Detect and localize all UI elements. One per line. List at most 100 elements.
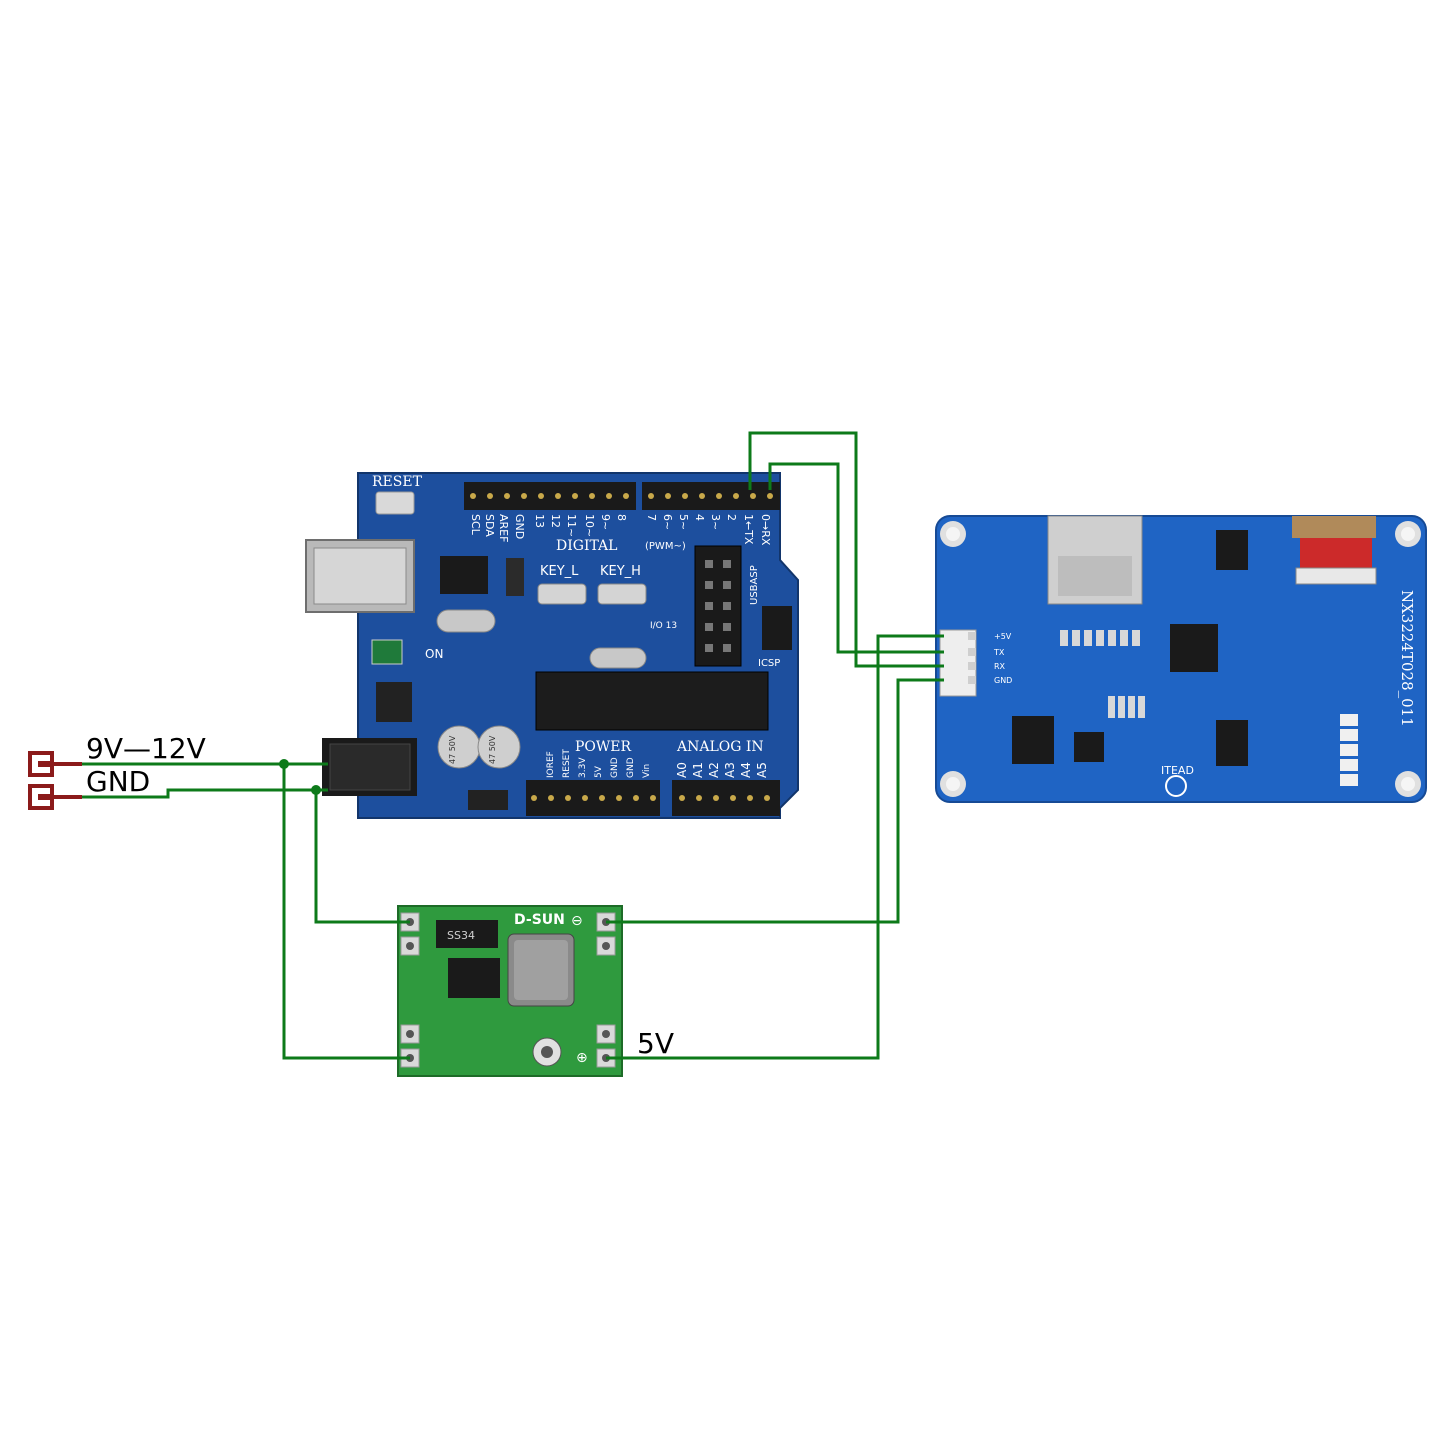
key-h-label: KEY_H: [600, 564, 641, 579]
buck-plus-label: ⊕: [576, 1050, 588, 1066]
smd-resistor: [1060, 630, 1068, 646]
header-pin: [555, 493, 561, 499]
analog-pin-label: A1: [691, 762, 705, 778]
fpc-connector: [1292, 516, 1376, 538]
header-pin: [713, 795, 719, 801]
smd-resistor: [1072, 630, 1080, 646]
usbasp-label: USBASP: [749, 565, 760, 605]
wire-arduino-rx-to-display-tx: [768, 462, 944, 654]
header-pin: [767, 493, 773, 499]
smd-capacitor: [1128, 696, 1135, 718]
header-pin: [582, 795, 588, 801]
top-pin-label: 9~: [599, 514, 612, 530]
buck-pad-hole: [602, 1030, 610, 1038]
power-pin-label: IOREF: [546, 751, 556, 778]
analog-pin-label: A5: [755, 762, 769, 778]
display-pin-label: +5V: [994, 632, 1012, 641]
display-pad: [1340, 714, 1358, 726]
supply-voltage-label: 9V—12V: [86, 732, 206, 765]
wire-positive-to-buck-in: [282, 764, 410, 1060]
display-pad: [1340, 759, 1358, 771]
buck-pad-hole: [602, 942, 610, 950]
header-pin: [504, 493, 510, 499]
header-pin: [521, 493, 527, 499]
buck-pad-hole: [406, 1030, 414, 1038]
smd-resistor: [1132, 630, 1140, 646]
header-pin: [750, 493, 756, 499]
crystal-oscillator: [436, 609, 496, 633]
buck-brand-label: D-SUN: [514, 912, 565, 928]
header-pin: [470, 493, 476, 499]
gnd-label: GND: [86, 765, 150, 798]
display-brand-label: ITEAD: [1161, 764, 1194, 777]
wire-buck-5v-to-display: [606, 634, 944, 1060]
power-pin-label: Vin: [642, 764, 652, 778]
header-pin: [716, 493, 722, 499]
key-l-label: KEY_L: [540, 564, 579, 579]
header-pin: [665, 493, 671, 499]
wire-buck-gnd-to-display: [606, 678, 944, 924]
smd-resistor: [1120, 630, 1128, 646]
top-pin-label: GND: [513, 514, 526, 539]
header-pin: [730, 795, 736, 801]
usbasp-pin: [723, 602, 731, 610]
display-pad: [1340, 744, 1358, 756]
smd-capacitor: [1108, 696, 1115, 718]
display-mcu: [1170, 624, 1218, 672]
usbasp-pin: [723, 623, 731, 631]
schottky-diode: [436, 920, 498, 948]
pwm-label: (PWM~): [645, 541, 686, 552]
usb-controller-chip: [440, 556, 488, 594]
cap-a-label: 47 50V: [448, 735, 457, 764]
analog-pin-label: A2: [707, 762, 721, 778]
icsp-header: [762, 606, 792, 650]
top-pin-label: 12: [549, 514, 562, 528]
header-pin: [699, 493, 705, 499]
io13-label: I/O 13: [650, 621, 677, 631]
buck-minus-label: ⊖: [571, 913, 583, 929]
header-pin: [538, 493, 544, 499]
power-pin-label: GND: [626, 757, 636, 778]
buck-pad-hole: [406, 942, 414, 950]
usbasp-pin: [723, 581, 731, 589]
junction-gnd: [311, 785, 321, 795]
top-pin-label: 13: [533, 514, 546, 528]
power-pin-label: 5V: [594, 765, 604, 778]
top-pin-label: SDA: [483, 514, 496, 537]
top-pin-label: 11~: [565, 514, 578, 537]
analog-pin-label: A4: [739, 762, 753, 778]
header-pin: [487, 493, 493, 499]
header-pin: [531, 795, 537, 801]
usbasp-pin: [723, 644, 731, 652]
power-pin-label: GND: [610, 757, 620, 778]
top-pin-label: AREF: [497, 514, 510, 542]
top-pin-label: 5~: [677, 514, 690, 530]
usbasp-pin: [705, 560, 713, 568]
analog-in-label: ANALOG IN: [676, 739, 764, 755]
wire-gnd-to-buck: [314, 790, 410, 924]
output-5v-label: 5V: [637, 1027, 674, 1060]
top-pin-label: 3~: [709, 514, 722, 530]
display-model-label: NX3224T028_011: [1398, 590, 1416, 727]
diode-label: SS34: [447, 929, 475, 942]
on-label: ON: [425, 647, 443, 661]
header-pin: [623, 493, 629, 499]
key-h-button[interactable]: [597, 583, 647, 605]
header-pin: [589, 493, 595, 499]
display-pin-label: TX: [993, 648, 1005, 657]
capacitor-b: [477, 725, 521, 769]
cap-b-label: 47 50V: [488, 735, 497, 764]
key-l-button[interactable]: [537, 583, 587, 605]
top-pin-label: 10~: [583, 514, 596, 537]
top-pin-label: 7: [645, 514, 658, 521]
top-pin-label: 6~: [661, 514, 674, 530]
power-label: POWER: [575, 739, 632, 755]
supply-terminals: [28, 751, 82, 810]
smd-resistor: [1096, 630, 1104, 646]
analog-header: [672, 780, 780, 816]
reset-button[interactable]: [375, 491, 415, 515]
reset-label: RESET: [372, 474, 423, 490]
display-pad: [1340, 729, 1358, 741]
